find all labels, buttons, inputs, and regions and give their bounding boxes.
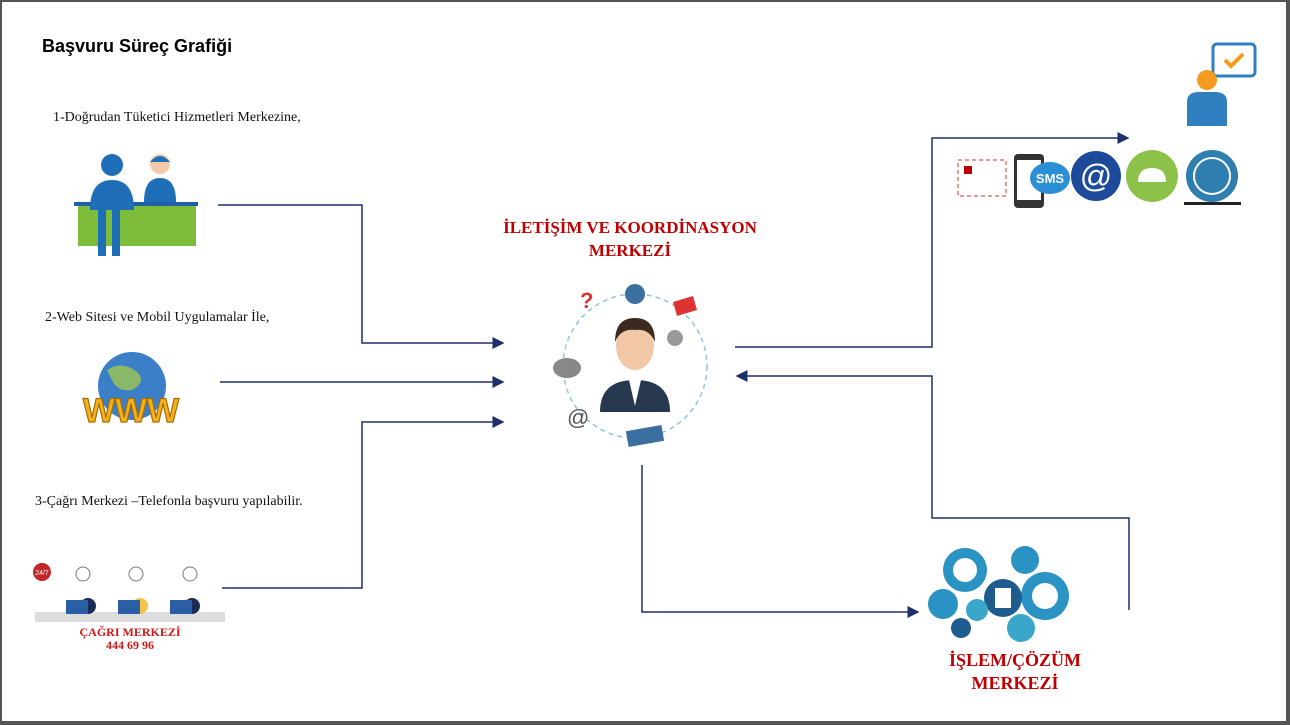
mail-icon [957,159,1007,197]
process-gears-icon [928,546,1069,642]
solution-title-line1: İŞLEM/ÇÖZÜM [948,650,1081,670]
svg-text:24/7: 24/7 [35,570,49,577]
call-center-icon: 24/7 [33,563,225,622]
www-text: WWW [83,392,180,430]
arrow-center-to-solution [641,465,920,618]
page-title: Başvuru Süreç Grafiği [42,36,233,56]
channel-label-callcenter: 3-Çağrı Merkezi –Telefonla başvuru yapıl… [35,494,303,509]
coordinator-person-icon: ? @ [553,284,708,448]
arrow-direct-to-center [218,204,505,349]
svg-text:@: @ [1080,158,1112,194]
email-at-icon [1071,151,1121,201]
www-globe-icon: WWW [82,352,181,431]
arrow-center-to-customer [735,132,1130,348]
arrow-solution-to-center [735,370,1130,610]
call-center-name: ÇAĞRI MERKEZİ [79,625,181,639]
channel-label-direct: 1-Doğrudan Tüketici Hizmetleri Merkezine… [53,110,301,125]
svg-text:?: ? [580,288,593,313]
svg-text:@: @ [567,405,589,430]
center-title-line1: İLETİŞİM VE KOORDİNASYON [503,218,757,237]
channel-label-web: 2-Web Sitesi ve Mobil Uygulamalar İle, [45,310,270,325]
service-desk-icon [74,154,198,256]
customer-feedback-icon [1187,42,1257,126]
svg-text:SMS: SMS [1036,171,1065,186]
solution-title-line2: MERKEZİ [971,673,1059,693]
response-channel-icons: SMS @ [952,150,1247,210]
arrow-callcenter-to-center [222,416,505,589]
center-title-line2: MERKEZİ [588,241,672,260]
call-center-phone: 444 69 96 [106,638,154,652]
